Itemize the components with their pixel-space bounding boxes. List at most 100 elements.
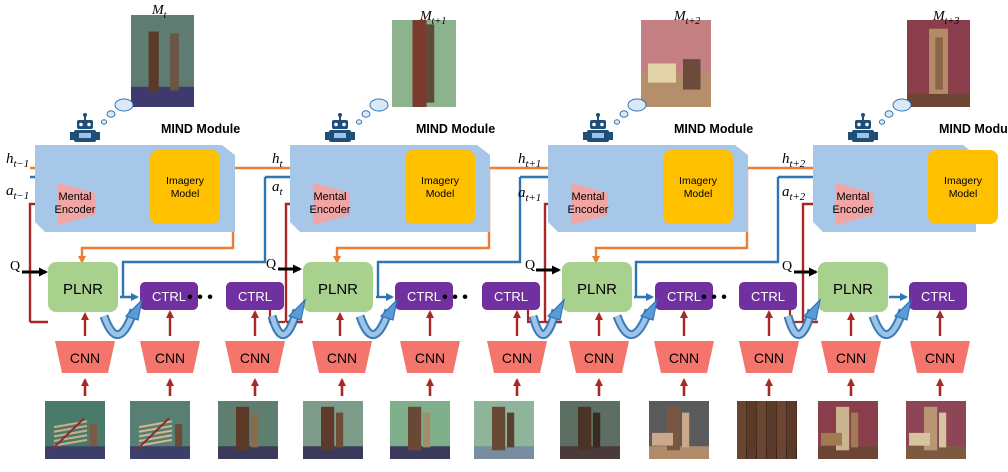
action-feedback-line xyxy=(121,177,267,297)
imagery-model-label: Model xyxy=(171,188,200,200)
step-transition-arrow-head xyxy=(546,298,565,321)
cnn-label: CNN xyxy=(836,350,866,366)
controller-label: CTRL xyxy=(667,289,701,304)
action-feedback-line xyxy=(376,177,522,297)
cnn-block xyxy=(312,341,372,373)
robot-icon xyxy=(848,98,912,142)
controller-label: CTRL xyxy=(494,289,528,304)
observation-frame xyxy=(474,401,534,459)
cnn-block xyxy=(400,341,460,373)
cnn-block xyxy=(821,341,881,373)
observation-frame xyxy=(45,401,105,459)
cnn-label: CNN xyxy=(502,350,532,366)
action-label: at+2 xyxy=(782,184,806,203)
cnn-block xyxy=(654,341,714,373)
mental-encoder-label: Encoder xyxy=(833,204,874,216)
mental-encoder-block xyxy=(571,183,608,225)
cnn-label: CNN xyxy=(584,350,614,366)
observation-frame xyxy=(303,401,363,459)
imagery-model-block xyxy=(150,150,220,224)
cnn-label: CNN xyxy=(415,350,445,366)
mental-encoder-label: Encoder xyxy=(310,204,351,216)
controller-label: CTRL xyxy=(751,289,785,304)
hidden-state-label: ht+1 xyxy=(518,151,541,170)
action-label: at xyxy=(272,179,284,198)
cnn-label: CNN xyxy=(240,350,270,366)
planner-box xyxy=(48,262,118,312)
action-label: at−1 xyxy=(6,183,29,202)
imagery-model-label: Imagery xyxy=(421,175,460,187)
step-transition-arrow-head xyxy=(639,298,658,321)
controller-box xyxy=(739,282,797,310)
imagery-model-label: Model xyxy=(949,188,978,200)
question-label: Q xyxy=(10,259,20,274)
cnn-block xyxy=(140,341,200,373)
module-title: MIND Module xyxy=(416,122,495,136)
mental-encoder-block xyxy=(836,183,873,225)
observation-frame xyxy=(130,401,190,459)
hidden-state-label: ht xyxy=(272,151,284,170)
planner-label: PLNR xyxy=(833,281,873,298)
hidden-state-label: ht+2 xyxy=(782,151,806,170)
cnn-label: CNN xyxy=(669,350,699,366)
cnn-block xyxy=(739,341,799,373)
imagery-model-block xyxy=(405,150,475,224)
mental-encoder-label: Mental xyxy=(58,191,91,203)
cnn-block xyxy=(225,341,285,373)
controller-box xyxy=(909,282,967,310)
memory-image xyxy=(131,15,194,107)
planner-box xyxy=(562,262,632,312)
cnn-label: CNN xyxy=(70,350,100,366)
memory-label: Mt+2 xyxy=(673,9,700,27)
imagery-model-block xyxy=(928,150,998,224)
memory-image xyxy=(392,20,456,107)
imagery-model-label: Model xyxy=(426,188,455,200)
module-title: MIND Module xyxy=(161,122,240,136)
mental-encoder-label: Mental xyxy=(836,191,869,203)
observation-frame xyxy=(737,401,797,459)
imagery-model-label: Imagery xyxy=(166,175,205,187)
step-transition-arrow-head xyxy=(287,298,306,321)
planner-label: PLNR xyxy=(318,281,358,298)
controller-label: CTRL xyxy=(921,289,955,304)
memory-label: Mt+1 xyxy=(419,9,446,27)
controller-box xyxy=(140,282,198,310)
ellipsis: • • • xyxy=(701,289,727,306)
question-label: Q xyxy=(525,258,535,273)
ellipsis: • • • xyxy=(442,289,468,306)
memory-image xyxy=(641,20,711,107)
question-label: Q xyxy=(782,259,792,274)
cnn-block xyxy=(569,341,629,373)
action-feedback-line xyxy=(634,177,780,297)
imagery-model-label: Imagery xyxy=(679,175,718,187)
controller-box xyxy=(395,282,453,310)
observation-frame xyxy=(390,401,450,459)
cnn-block xyxy=(910,341,970,373)
cnn-label: CNN xyxy=(155,350,185,366)
cnn-block xyxy=(487,341,547,373)
observation-frame xyxy=(560,401,620,459)
planner-label: PLNR xyxy=(577,281,617,298)
controller-label: CTRL xyxy=(238,289,272,304)
planner-label: PLNR xyxy=(63,281,103,298)
step-transition-arrow-head xyxy=(124,298,143,321)
memory-label: Mt+3 xyxy=(932,9,959,27)
controller-box xyxy=(655,282,713,310)
robot-icon xyxy=(70,98,134,142)
controller-label: CTRL xyxy=(152,289,186,304)
ellipsis: • • • xyxy=(187,289,213,306)
action-label: at+1 xyxy=(518,185,541,204)
imagery-model-block xyxy=(663,150,733,224)
step-transition-arrow-head xyxy=(802,298,821,321)
imagery-model-label: Model xyxy=(684,188,713,200)
imagery-model-label: Imagery xyxy=(944,175,983,187)
observation-frame xyxy=(649,401,709,459)
step-transition-arrow-head xyxy=(893,298,912,321)
step-transition-arrow-head xyxy=(379,298,398,321)
question-label: Q xyxy=(266,257,276,272)
memory-image xyxy=(907,20,970,107)
cnn-label: CNN xyxy=(754,350,784,366)
memory-label: Mt xyxy=(151,3,167,21)
robot-icon xyxy=(583,98,647,142)
